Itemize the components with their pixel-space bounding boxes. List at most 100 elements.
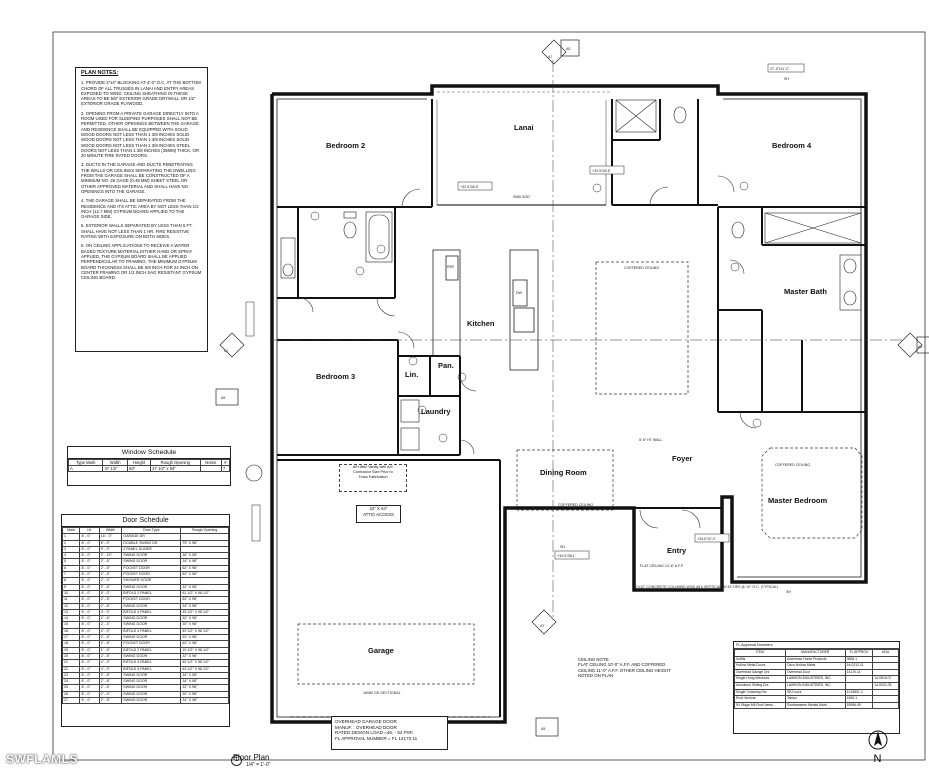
svg-text:REF: REF [447,265,455,269]
elevation-text: 37'-0"/41'-2" +32.5'/35.5' +32.5'/35.5' … [460,67,790,558]
ds-cell: 19 1/2" X 98 1/2" [180,646,229,654]
svg-text:DW: DW [516,291,523,295]
ap-cell: SB Doors [784,688,846,697]
attic-access-box: 22" X 54" ATTIC ACCESS [356,505,401,523]
ds-cell: 34" X 98" [180,696,229,705]
ap-cell: 16-0212.11 [844,662,874,670]
ds-cell: 2' - 8" [98,696,123,705]
ap-cell: Soffits [734,655,786,664]
svg-text:A5: A5 [221,396,225,400]
svg-text:9080 SGD: 9080 SGD [513,195,530,199]
ap-header: MANUFACTURER [784,649,846,657]
ap-cell: 14170.11 [844,668,874,677]
ds-cell: 49 1/2" X 98 1/2" [180,627,229,636]
svg-text:A5: A5 [918,345,922,349]
ds-cell: 49 1/2" X 98 1/2" [180,608,229,617]
svg-text:16080 GD SECTIONAL: 16080 GD SECTIONAL [363,691,401,695]
ap-cell: 14-0815.07 [872,675,899,683]
vanity-note-line: A/H Attic Vanity with A/C [352,465,394,469]
ds-cell: 49 1/2" X 98 1/2" [180,665,229,673]
vanity-note-line: Contractor Size Prior to [353,470,393,474]
table-row: A 37 1/2" 63" 37 1/2" x 63" 7 [67,465,231,472]
plan-note-3: 3. DUCTS IN THE GARAGE AND DUCTS PENETRA… [81,162,196,194]
door-schedule-table: Mark Ht. Width Door Type Rough Opening 1… [61,526,229,705]
ds-cell: 8' - 0" [79,545,100,554]
room-bedroom3: Bedroom 3 [316,372,355,381]
ah-vanity-note: A/H Attic Vanity with A/C Contractor Siz… [339,464,407,492]
ws-cell: 37 1/2" x 63" [150,465,201,472]
ap-cell [872,701,899,710]
ds-cell: 8' - 0" [79,577,100,585]
floor-plan-title: Floor Plan [233,753,270,762]
floor-plan-number: 1 [231,755,242,766]
ws-cell: 63" [127,465,152,472]
ap-cell: Amerimax Home Products [784,655,846,664]
ceiling-note-line: NOTED ON PLAN [578,673,614,679]
window-schedule-table: Type Mark Width Height Rough Opening Not… [67,459,231,472]
ap-cell [872,655,899,664]
ap-cell [872,668,899,677]
ap-cell [872,662,899,670]
ap-cell [844,681,874,690]
svg-text:SH: SH [784,77,789,81]
svg-text:A5: A5 [541,727,545,731]
svg-text:COFFERED CEILING: COFFERED CEILING [775,463,810,467]
ap-cell [872,695,899,703]
ds-cell: 8' - 0" [79,533,100,541]
sheet-border [52,31,926,761]
ds-cell: 8' - 0" [79,659,100,667]
ds-cell: 8' - 0" [79,539,100,547]
kitchen-counters [432,249,539,371]
fl-approval-table: FL Approval Numbers ITEM MANUFACTURER FL… [733,641,900,734]
attic-label: ATTIC ACCESS [363,511,394,517]
floor-plan-scale: 1/4" = 1'-0" [246,762,271,768]
mls-watermark: SWFLAMLS [6,752,78,766]
ws-cell: 37 1/2" [102,465,129,472]
ds-cell: 8' - 0" [79,627,100,636]
svg-text:+34.9'/38.1': +34.9'/38.1' [557,554,576,558]
ap-cell: LAWSON INDUSTRIES, INC [784,675,846,683]
window-schedule-title: Window Schedule [68,447,230,459]
plan-notes-box: PLAN NOTES: 1. PROVIDE 2"x4" BLOCKING AT… [75,67,208,352]
ds-header: Door Type [121,526,182,535]
ap-cell: Ceco Hollow Metal [784,662,846,670]
approval-title: FL Approval Numbers [734,642,899,649]
ceiling-notes: CEILING NOTE: FLAT CEILING 10'-0" A.F.F.… [578,657,700,689]
room-labels: Bedroom 2 Lanai Bedroom 4 Kitchen Master… [316,123,828,655]
room-kitchen: Kitchen [467,319,495,328]
svg-text:A7: A7 [548,55,552,59]
svg-text:5'-6" HT WALL: 5'-6" HT WALL [639,438,663,442]
ds-cell: BIFOLD 4 PANEL [121,627,182,636]
coffered-ceilings [297,261,863,685]
svg-text:+32.5'/35.5': +32.5'/35.5' [592,169,611,173]
ds-cell: 8' - 0" [79,564,100,573]
room-foyer: Foyer [672,454,693,463]
room-master-bedroom: Master Bedroom [768,496,828,505]
ds-cell: 8' - 0" [79,596,100,604]
ds-cell: 8' - 0" [79,558,100,566]
ap-cell: 14-0921.05 [872,681,899,690]
ds-cell: 8' - 0" [79,652,100,661]
ds-cell: 8' - 0" [79,552,100,560]
svg-text:COFFERED CEILING: COFFERED CEILING [624,266,659,270]
lanai-area [436,91,610,206]
ds-cell: 61 1/2" X 98 1/2" [180,589,229,598]
room-master-bath: Master Bath [784,287,827,296]
garage-door-note: OVERHEAD GARAGE DOOR MANUF. : OVERHEAD D… [331,716,448,750]
ds-cell: 8' - 0" [79,589,100,598]
ap-header: FL APPROV [844,649,874,657]
ws-cell: 7 [220,465,231,472]
svg-text:+32.5'/35.5': +32.5'/35.5' [460,185,479,189]
svg-text:SH: SH [786,590,791,594]
ap-cell [872,688,899,697]
ds-header: Ht. [79,526,100,535]
